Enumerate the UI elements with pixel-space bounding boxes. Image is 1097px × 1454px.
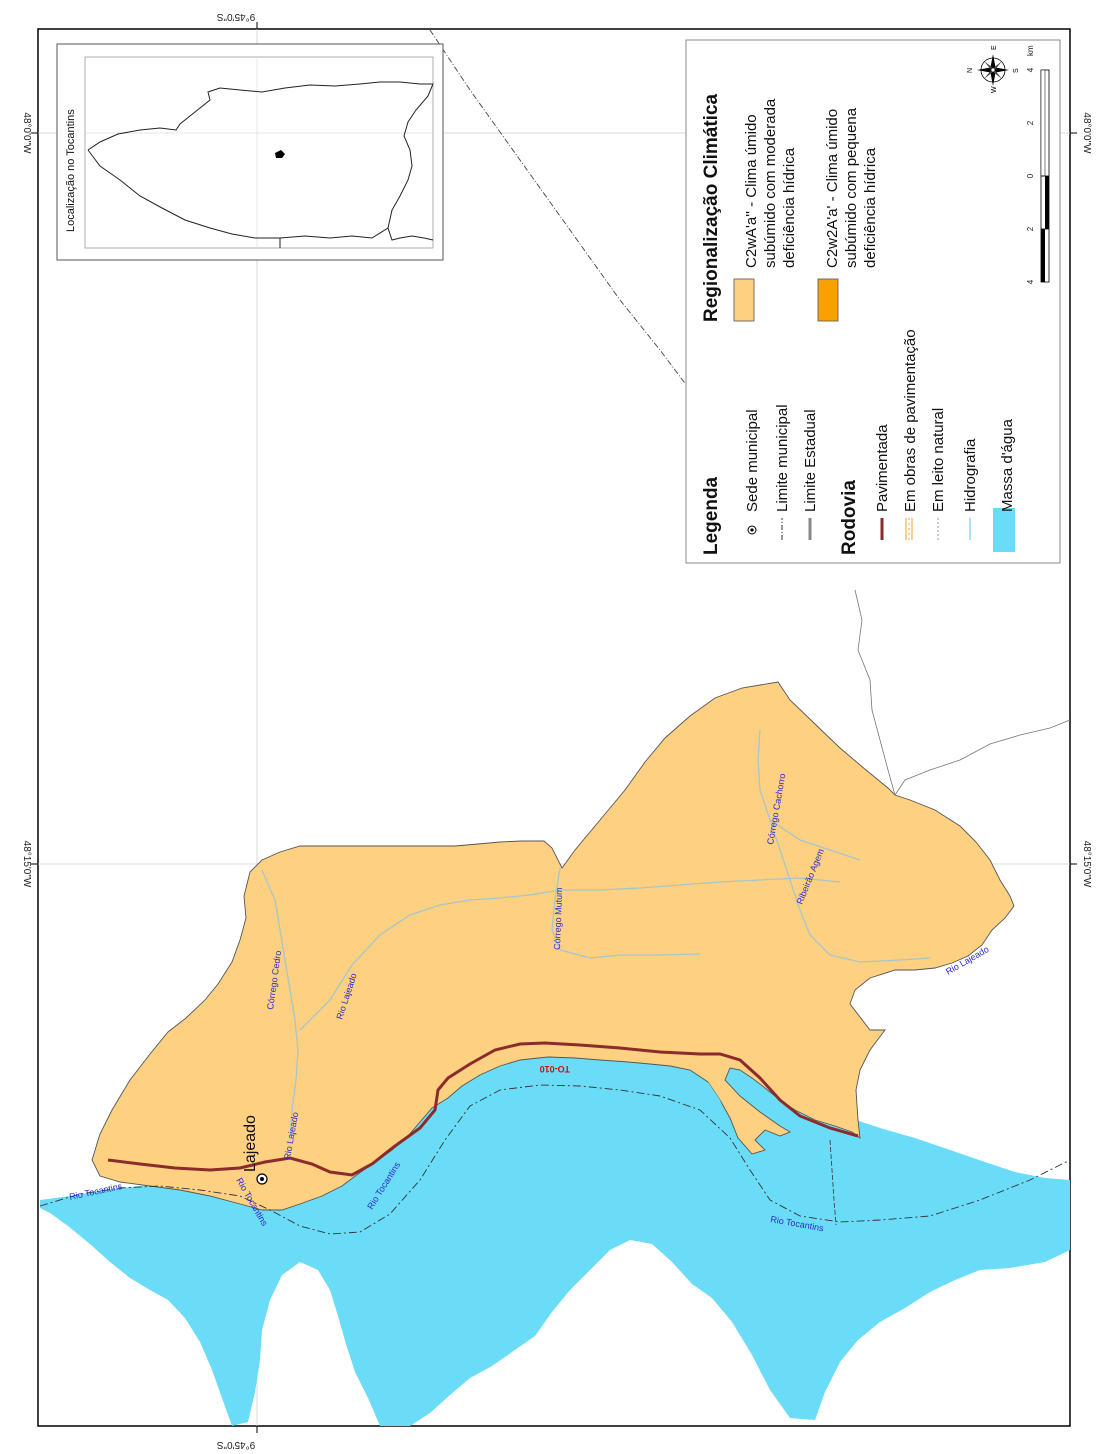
- legend-massa-agua-symbol: [993, 508, 1015, 552]
- compass-s: S: [1013, 68, 1020, 73]
- scale-unit: km: [1026, 45, 1035, 56]
- legend-panel: Legenda Sede municipal Limite municipal …: [685, 39, 1061, 564]
- river-label-mutum: Córrego Mutum: [552, 887, 564, 950]
- municipal-boundary-south: [829, 1139, 837, 1226]
- climate-class-1-line-1: C2wA'a'' - Clima úmido: [743, 114, 760, 268]
- municipal-boundary-ext: [429, 29, 701, 421]
- legend-limite-municipal-label: Limite municipal: [774, 404, 791, 512]
- coord-lon-48-15-left: 48°15'0"W: [21, 841, 32, 888]
- graticule-ticks: [31, 22, 1077, 1433]
- legend-road-works-symbol: [905, 518, 913, 540]
- scale-tick-4: 4: [1026, 67, 1035, 72]
- scale-bar: [1040, 69, 1050, 283]
- compass-n: N: [967, 68, 974, 73]
- climate-swatch-1: [733, 278, 755, 322]
- town-marker: [256, 1173, 268, 1185]
- legend-road-works-label: Em obras de pavimentação: [902, 329, 919, 512]
- neighbour-limit: [854, 589, 1071, 796]
- legend-hidrografia-label: Hidrografia: [962, 438, 979, 512]
- legend-massa-agua-label: Massa d'água: [999, 418, 1016, 512]
- coord-lat-top: 9°45'0"S: [216, 11, 255, 22]
- coord-lat-bottom: 9°45'0"S: [216, 1439, 255, 1450]
- climate-title: Regionalização Climática: [701, 93, 722, 322]
- scale-tick-1: 2: [1026, 226, 1035, 231]
- climate-class-1-line-2: subúmido com moderada: [762, 98, 779, 268]
- town-label: Lajeado: [242, 1115, 259, 1172]
- legend-road-title: Rodovia: [839, 480, 860, 555]
- coord-lon-48-15-right: 48°15'0"W: [1081, 841, 1092, 888]
- locator-region-mark: [275, 150, 285, 158]
- climate-class-2-line-2: subúmido com pequena: [843, 107, 860, 268]
- climate-class-2-line-1: C2w2A'a' - Clima úmido: [824, 109, 841, 268]
- locator-inset: Localização no Tocantins: [56, 43, 444, 261]
- legend-sede-label: Sede municipal: [744, 409, 761, 512]
- scale-tick-2: 0: [1026, 173, 1035, 178]
- compass-e: E: [991, 45, 998, 50]
- coord-lon-48-00-left: 48°0'0"W: [21, 112, 32, 154]
- scale-tick-3: 2: [1026, 120, 1035, 125]
- legend-road-paved-label: Pavimentada: [874, 424, 891, 512]
- climate-class-2-line-3: deficiência hídrica: [862, 147, 879, 268]
- scale-tick-0: 4: [1026, 279, 1035, 284]
- water-body: [40, 1040, 1070, 1426]
- tocantins-outline: [87, 81, 434, 241]
- road-label: TO-010: [540, 1064, 570, 1074]
- locator-title: Localização no Tocantins: [65, 109, 77, 232]
- municipality-area: [91, 681, 1015, 1211]
- water-inlet: [700, 1082, 735, 1140]
- coord-lon-48-00-right: 48°0'0"W: [1081, 112, 1092, 154]
- legend-title: Legenda: [701, 476, 722, 555]
- hydrography: [261, 729, 931, 1141]
- climate-swatch-2: [817, 278, 839, 322]
- legend-sede-symbol: [747, 525, 757, 535]
- rio-tocantins-line: [39, 1084, 1071, 1235]
- road-to-010: [107, 1041, 859, 1177]
- legend-road-natural-label: Em leito natural: [930, 408, 947, 512]
- compass-w: W: [991, 86, 998, 93]
- climate-class-1-line-3: deficiência hídrica: [781, 147, 798, 268]
- compass-rose: [977, 54, 1009, 86]
- legend-limite-estadual-label: Limite Estadual: [802, 409, 819, 512]
